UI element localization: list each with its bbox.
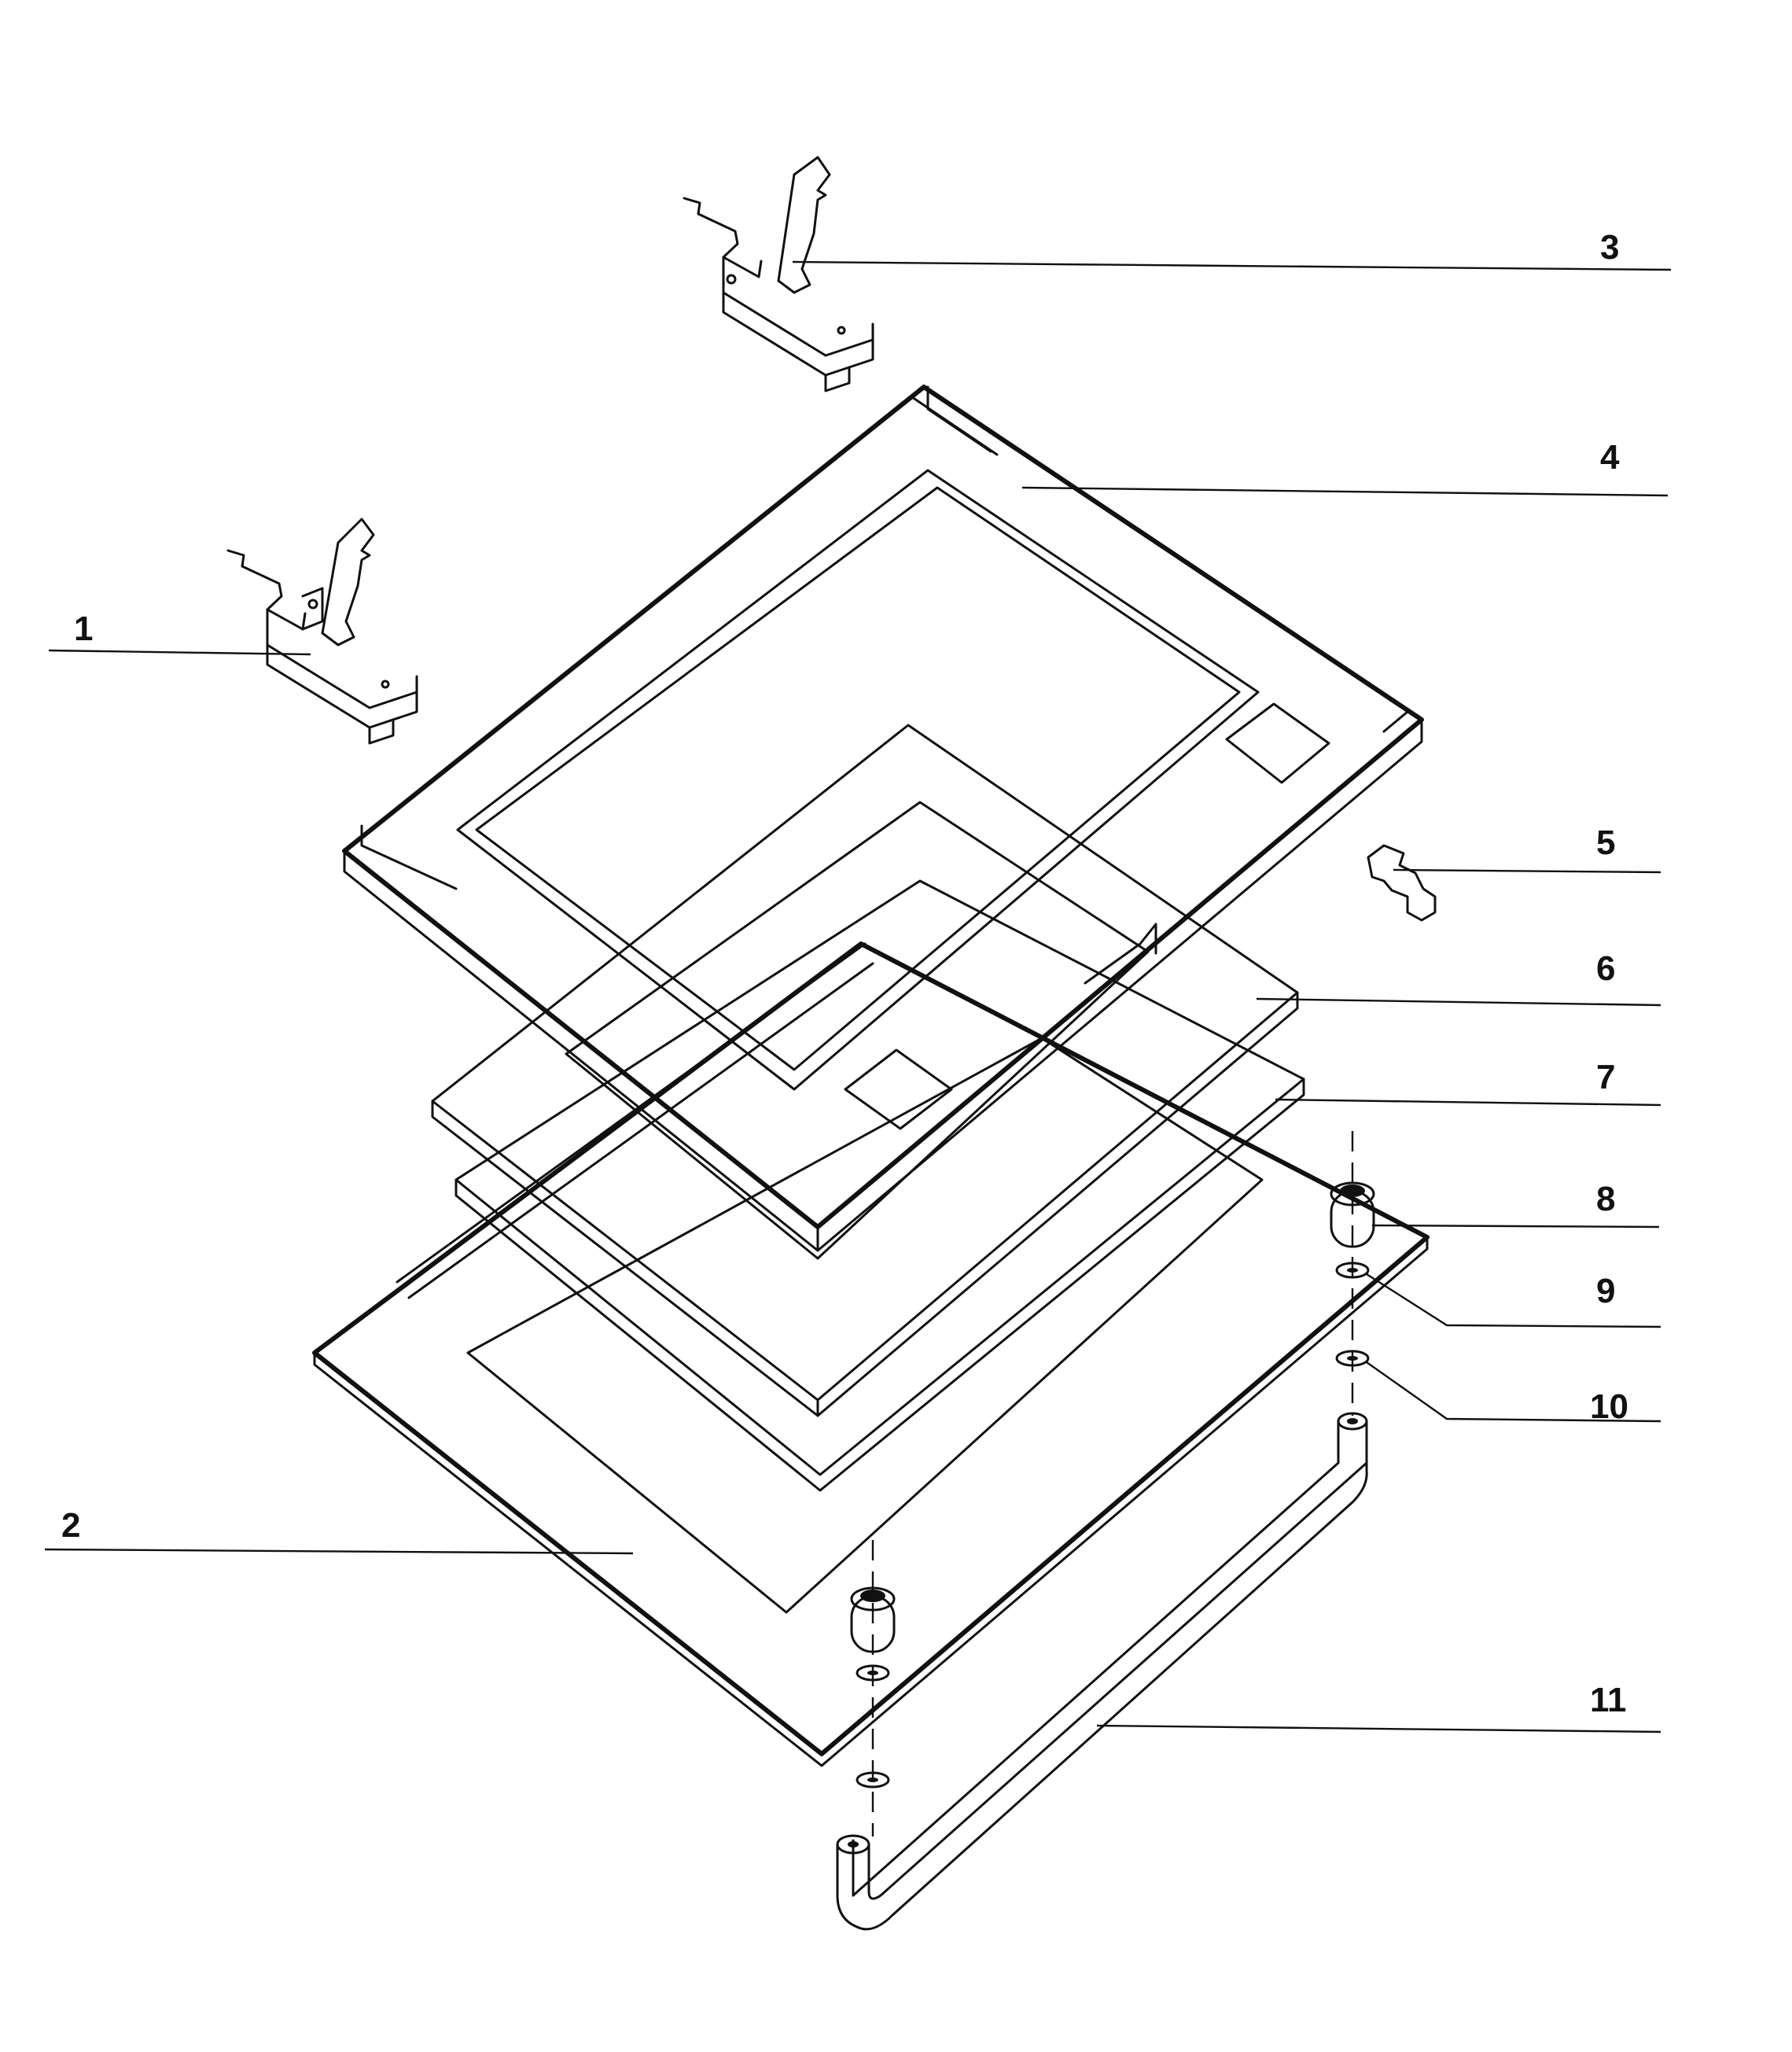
- part-6-inner-panel: [431, 724, 1299, 1417]
- part-7-inner-glass: [454, 879, 1305, 1492]
- callout-11: 11: [1590, 1681, 1627, 1719]
- callout-4: 4: [1600, 438, 1620, 477]
- callout-1: 1: [74, 610, 94, 648]
- leader-lines: [44, 260, 1672, 1733]
- callout-5: 5: [1596, 823, 1616, 862]
- part-11-handle-bar: [836, 1412, 1368, 1931]
- callout-2: 2: [61, 1506, 81, 1545]
- callout-9: 9: [1596, 1272, 1616, 1310]
- callout-7: 7: [1596, 1058, 1616, 1096]
- callout-3: 3: [1600, 228, 1620, 267]
- part-4-door-frame: [342, 385, 1424, 1252]
- assembly-axes: [871, 1131, 1354, 1836]
- part-2-outer-glass: [312, 941, 1430, 1767]
- callout-10: 10: [1590, 1387, 1628, 1426]
- callout-8: 8: [1596, 1180, 1616, 1218]
- part-5-clip: [1367, 844, 1437, 922]
- callout-6: 6: [1596, 949, 1616, 988]
- part-3-hinge-top: [683, 156, 874, 392]
- part-1-hinge-left: [226, 518, 418, 745]
